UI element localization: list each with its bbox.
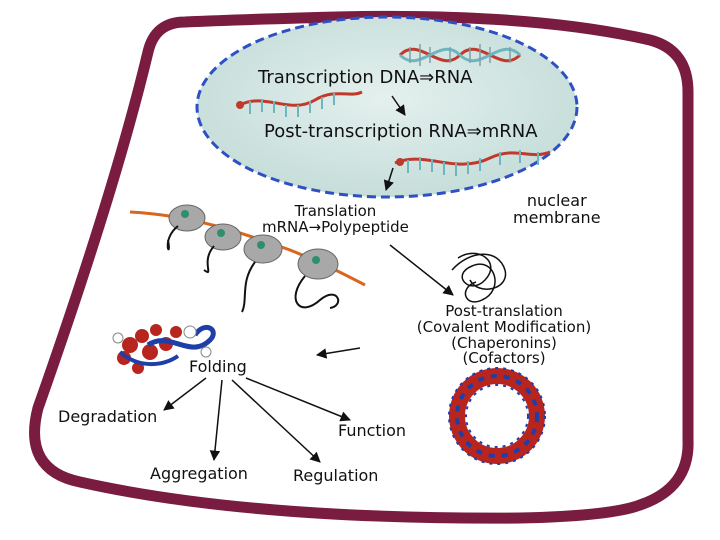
label-post-translation-line2: (Covalent Modification) xyxy=(416,317,592,336)
label-post-transcription: Post-transcription RNA⇒mRNA xyxy=(264,121,538,142)
arrow-regulation xyxy=(231,379,321,463)
label-transcription: Transcription DNA⇒RNA xyxy=(258,67,473,88)
label-nuclear-line2: membrane xyxy=(513,207,601,227)
label-nuclear-membrane: nuclear membrane xyxy=(513,191,601,227)
ribosome-2 xyxy=(203,223,242,273)
label-degradation: Degradation xyxy=(58,407,158,426)
ribosomes xyxy=(129,204,366,313)
label-translation-line1: Translation xyxy=(294,202,377,220)
label-function: Function xyxy=(338,421,407,440)
polypeptide-tangle xyxy=(451,252,507,303)
arrow-export xyxy=(383,167,394,192)
label-post-translation: Post-translation (Covalent Modification)… xyxy=(385,302,623,368)
label-post-translation-line3: (Chaperonins) xyxy=(451,333,557,352)
label-translation: Translation mRNA→Polypeptide xyxy=(262,202,409,236)
arrow-to-post-translation xyxy=(389,244,454,296)
ribosome-1 xyxy=(166,204,206,251)
ribosome-3 xyxy=(241,234,283,313)
arrow-degradation xyxy=(163,377,207,411)
rna-strand xyxy=(236,90,363,117)
arrow-aggregation xyxy=(209,379,223,462)
label-post-translation-line4: (Cofactors) xyxy=(462,349,546,368)
nucleus xyxy=(195,15,579,199)
label-regulation: Regulation xyxy=(293,466,379,485)
label-post-translation-line1: Post-translation xyxy=(445,302,563,320)
arrow-transcription xyxy=(391,95,406,116)
label-folding: Folding xyxy=(189,357,247,376)
arrow-function xyxy=(245,377,351,422)
dna-helix-top xyxy=(398,44,522,66)
label-aggregation: Aggregation xyxy=(150,464,248,483)
ribosome-4 xyxy=(294,248,340,309)
mrna-strand xyxy=(394,150,551,176)
chaperonin-ring xyxy=(448,367,546,465)
folded-protein xyxy=(112,324,216,374)
label-nuclear-line1: nuclear xyxy=(526,191,587,210)
cell-wall xyxy=(29,10,694,524)
label-translation-line2: mRNA→Polypeptide xyxy=(262,217,409,236)
arrow-to-folding xyxy=(315,347,361,359)
